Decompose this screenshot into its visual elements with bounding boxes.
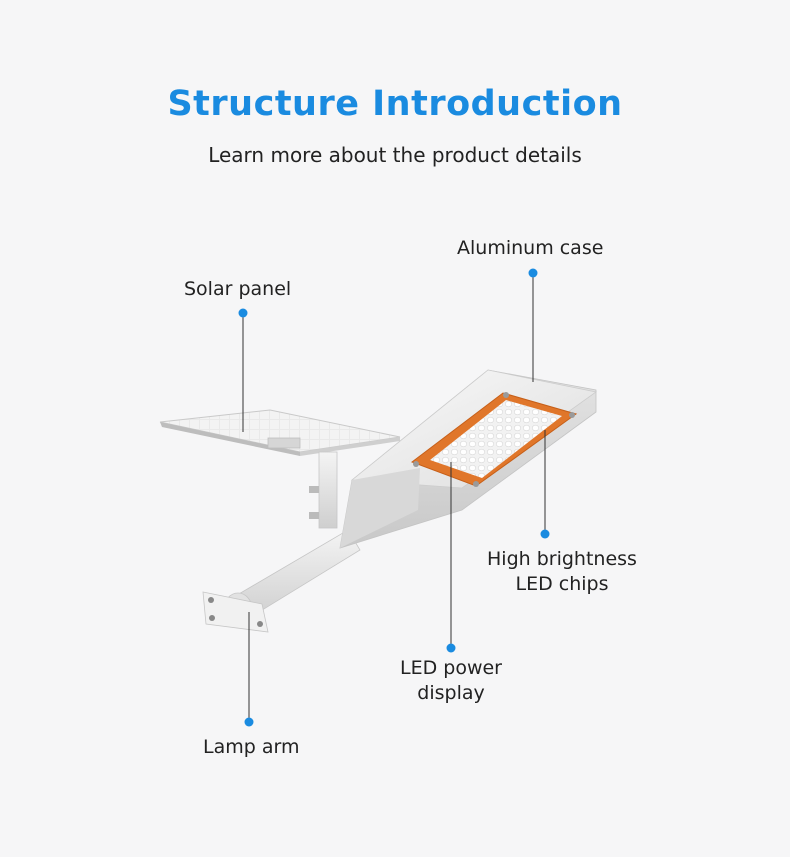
- lamp-arm-label: Lamp arm: [203, 736, 300, 758]
- callout-pointers: [238, 268, 550, 727]
- panel-bracket: [309, 451, 338, 529]
- led-chips-pointer-dot: [540, 529, 550, 539]
- solar-panel: [159, 409, 401, 456]
- power-display-label: LED power display: [393, 656, 509, 706]
- led-chips-label: High brightness LED chips: [482, 547, 642, 597]
- power-display-pointer-dot: [446, 643, 456, 653]
- power-display-label-line2: display: [417, 682, 485, 704]
- solar-panel-pointer-dot: [238, 308, 248, 318]
- aluminum-case-label: Aluminum case: [457, 237, 604, 259]
- aluminum-case-pointer-dot: [528, 268, 538, 278]
- solar-panel-label: Solar panel: [184, 278, 292, 300]
- lamp-arm-pointer-dot: [244, 717, 254, 727]
- power-display-label-line1: LED power: [400, 657, 502, 679]
- lamp-arm: [202, 529, 361, 633]
- page-subtitle: Learn more about the product details: [208, 143, 582, 167]
- page-title: Structure Introduction: [167, 84, 623, 124]
- led-board: [410, 392, 578, 487]
- led-chips-label-line1: High brightness: [487, 548, 637, 570]
- led-chips-label-line2: LED chips: [515, 573, 609, 595]
